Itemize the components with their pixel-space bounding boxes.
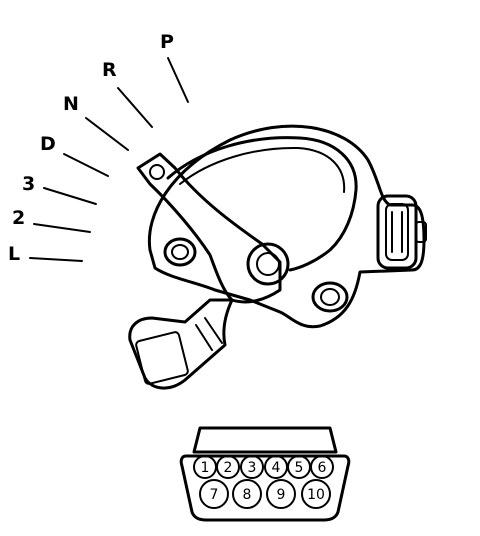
connector-pin-9 — [266, 479, 296, 509]
gear-pointer-n — [85, 117, 129, 151]
connector-pin-10 — [301, 479, 331, 509]
mounting-hole-left — [163, 237, 197, 267]
connector-pin-label: 9 — [277, 487, 286, 503]
gear-label-d: D — [40, 133, 56, 155]
gear-pointer-p — [167, 57, 189, 103]
connector-pin-label: 1 — [201, 460, 210, 476]
connector-pin-label: 10 — [307, 487, 325, 503]
connector-pin-label: 4 — [272, 460, 281, 476]
connector-pin-6 — [310, 455, 334, 479]
gear-pointer-d — [63, 153, 109, 177]
selector-lever — [128, 152, 282, 390]
lever-pivot — [149, 164, 165, 180]
gear-pointer-l — [29, 257, 83, 262]
connector-pin-label: 8 — [243, 487, 252, 503]
gear-label-2: 2 — [12, 207, 25, 229]
gear-label-3: 3 — [22, 173, 35, 195]
gear-pointer-r — [117, 87, 153, 128]
connector-pin-label: 6 — [318, 460, 327, 476]
connector-pin-3 — [240, 455, 264, 479]
connector-pin-label: 7 — [210, 487, 219, 503]
gear-label-r: R — [102, 59, 117, 81]
gear-label-n: N — [63, 93, 79, 115]
connector-pin-label: 2 — [224, 460, 233, 476]
gear-pointer-3 — [43, 187, 97, 205]
gear-label-p: P — [160, 31, 174, 53]
housing-connector — [376, 194, 427, 270]
connector-pin-7 — [199, 479, 229, 509]
gear-position-labels: P R N D 3 2 L — [8, 31, 189, 265]
connector-face — [179, 454, 351, 522]
gear-pointer-2 — [33, 223, 91, 233]
connector-pin-label: 3 — [248, 460, 257, 476]
connector-pin-8 — [232, 479, 262, 509]
selector-shaft — [246, 242, 290, 286]
gear-label-l: L — [8, 243, 20, 265]
connector-pin-label: 5 — [295, 460, 304, 476]
mounting-hole-right — [311, 281, 349, 313]
connector-pin-2 — [216, 455, 240, 479]
connector-latch — [192, 426, 338, 454]
